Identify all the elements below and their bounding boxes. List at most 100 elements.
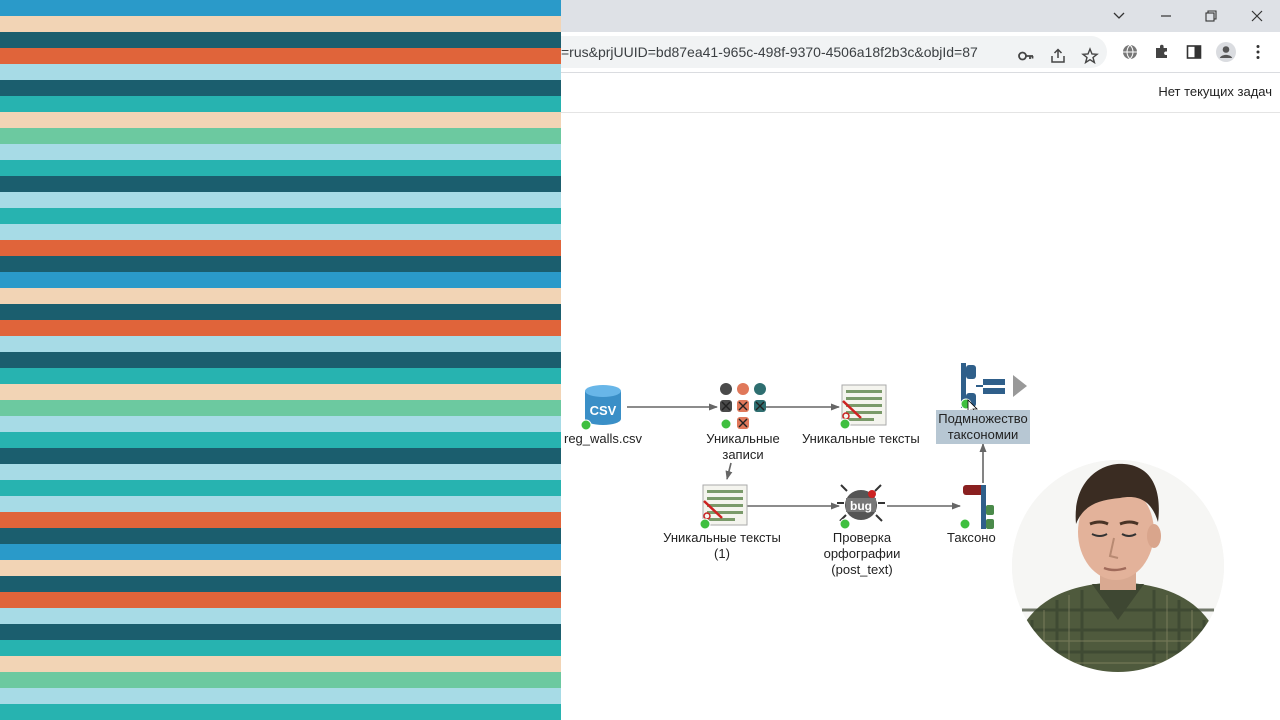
workflow-connectors: [627, 403, 987, 510]
more-icon[interactable]: [1246, 40, 1270, 64]
status-ok-dot: [959, 518, 971, 530]
decor-stripe: [0, 480, 561, 496]
decor-stripe: [0, 16, 561, 32]
decor-stripe: [0, 416, 561, 432]
decor-stripe: [0, 640, 561, 656]
decor-stripe: [0, 208, 561, 224]
node-label-unique-records[interactable]: Уникальные записи: [704, 431, 782, 463]
node-label-line: Проверка: [832, 530, 892, 545]
browser-titlebar: [561, 0, 1280, 32]
node-label-unique-texts-1[interactable]: Уникальные тексты (1): [661, 530, 783, 562]
address-bar[interactable]: =rus&prjUUID=bd87ea41-965c-498f-9370-450…: [561, 36, 1107, 68]
edge-unique-records-to-unique-texts-1: [725, 462, 733, 480]
decor-stripe: [0, 656, 561, 672]
close-icon[interactable]: [1234, 0, 1280, 32]
spellcheck-bug-icon[interactable]: bug: [837, 484, 885, 530]
taxonomy-subset-icon[interactable]: [960, 363, 1027, 416]
workflow-graph: CSV: [580, 363, 1027, 530]
decor-stripe: [0, 288, 561, 304]
node-label-spellcheck[interactable]: Проверка орфографии (post_text): [817, 530, 907, 578]
decor-stripe: [0, 240, 561, 256]
decor-stripe: [0, 144, 561, 160]
decor-stripe: [0, 464, 561, 480]
node-label-taxonomy-subset[interactable]: Подмножество таксономии: [936, 410, 1030, 444]
node-label-line: (post_text): [831, 562, 893, 577]
csv-icon-text: CSV: [590, 403, 617, 418]
side-panel-icon[interactable]: [1182, 40, 1206, 64]
status-ok-dot: [839, 418, 851, 430]
decor-stripe: [0, 64, 561, 80]
decor-stripe: [0, 624, 561, 640]
status-ok-dot: [720, 418, 732, 430]
decor-stripe: [0, 48, 561, 64]
decor-stripe: [0, 32, 561, 48]
decor-stripe: [0, 576, 561, 592]
decor-stripe: [0, 160, 561, 176]
presenter-image: [1012, 460, 1224, 672]
globe-icon[interactable]: [1118, 40, 1142, 64]
decorative-stripes-panel: [0, 0, 561, 720]
decor-stripe: [0, 432, 561, 448]
tasks-status-text: Нет текущих задач: [1158, 84, 1272, 99]
decor-stripe: [0, 336, 561, 352]
decor-stripe: [0, 512, 561, 528]
node-label-csv[interactable]: reg_walls.csv: [564, 431, 643, 446]
node-label-line: (1): [714, 546, 730, 561]
decor-stripe: [0, 592, 561, 608]
decor-stripe: [0, 672, 561, 688]
status-ok-dot: [839, 518, 851, 530]
node-label-line: записи: [722, 447, 764, 462]
decor-stripe: [0, 528, 561, 544]
decor-stripe: [0, 272, 561, 288]
node-label-unique-texts[interactable]: Уникальные тексты: [802, 431, 920, 446]
url-text[interactable]: =rus&prjUUID=bd87ea41-965c-498f-9370-450…: [561, 44, 978, 60]
decor-stripe: [0, 496, 561, 512]
key-icon[interactable]: [1014, 44, 1038, 68]
taxonomy-icon[interactable]: [959, 485, 994, 530]
decor-stripe: [0, 80, 561, 96]
decor-stripe: [0, 128, 561, 144]
decor-stripe: [0, 224, 561, 240]
share-icon[interactable]: [1046, 44, 1070, 68]
decor-stripe: [0, 560, 561, 576]
decor-stripe: [0, 96, 561, 112]
decor-stripe: [0, 112, 561, 128]
status-ok-dot: [580, 419, 592, 431]
star-icon[interactable]: [1078, 44, 1102, 68]
decor-stripe: [0, 304, 561, 320]
unique-texts-icon[interactable]: [839, 384, 887, 430]
presenter-webcam: [1012, 460, 1224, 672]
decor-stripe: [0, 384, 561, 400]
minimize-icon[interactable]: [1143, 0, 1189, 32]
decor-stripe: [0, 448, 561, 464]
unique-records-icon[interactable]: [720, 383, 766, 430]
node-label-line: таксономии: [947, 427, 1019, 442]
decor-stripe: [0, 352, 561, 368]
node-label-line: Уникальные: [706, 431, 780, 446]
bug-icon-text: bug: [850, 499, 872, 513]
decor-stripe: [0, 256, 561, 272]
decor-stripe: [0, 544, 561, 560]
decor-stripe: [0, 688, 561, 704]
browser-toolbar: =rus&prjUUID=bd87ea41-965c-498f-9370-450…: [561, 32, 1280, 73]
decor-stripe: [0, 192, 561, 208]
decor-stripe: [0, 320, 561, 336]
decor-stripe: [0, 0, 561, 16]
node-label-line: орфографии: [823, 546, 901, 561]
status-ok-dot: [699, 518, 711, 530]
node-label-taxonomy[interactable]: Таксоно: [947, 530, 996, 545]
profile-icon[interactable]: [1214, 40, 1238, 64]
puzzle-icon[interactable]: [1150, 40, 1174, 64]
node-label-line: Уникальные тексты: [663, 530, 781, 545]
decor-stripe: [0, 176, 561, 192]
app-header: Нет текущих задач: [561, 73, 1280, 113]
decor-stripe: [0, 608, 561, 624]
node-label-line: Подмножество: [938, 411, 1028, 426]
decor-stripe: [0, 704, 561, 720]
decor-stripe: [0, 368, 561, 384]
unique-texts-1-icon[interactable]: [699, 484, 748, 530]
restore-icon[interactable]: [1188, 0, 1234, 32]
csv-source-icon[interactable]: CSV: [580, 385, 621, 431]
decor-stripe: [0, 400, 561, 416]
chevron-down-icon[interactable]: [1096, 0, 1142, 32]
